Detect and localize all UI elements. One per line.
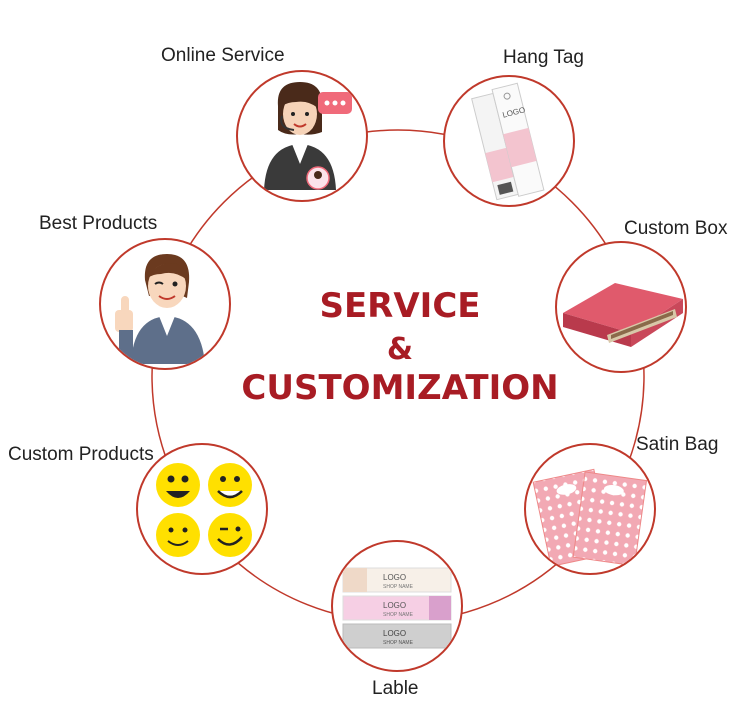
node-online-service[interactable]	[236, 70, 368, 202]
polka-dot-bag-icon	[532, 468, 648, 567]
label-hang-tag: Hang Tag	[503, 47, 584, 68]
label-2-logo: LOGO	[383, 601, 406, 610]
node-satin-bag[interactable]	[524, 443, 656, 575]
label-lable: Lable	[372, 678, 419, 699]
label-3-logo: LOGO	[383, 629, 406, 638]
thumbs-up-agent-icon	[115, 254, 205, 364]
label-2-shop: SHOP NAME	[383, 612, 414, 618]
node-custom-products[interactable]	[136, 443, 268, 575]
label-custom-products: Custom Products	[8, 444, 154, 465]
label-1-shop: SHOP NAME	[383, 584, 414, 590]
smiley-faces-icon	[156, 463, 252, 557]
node-best-products[interactable]	[99, 238, 231, 370]
customer-service-agent-icon	[264, 82, 352, 190]
node-hang-tag[interactable]: LOGO	[443, 75, 575, 207]
title-service: SERVICE	[319, 286, 481, 326]
label-best-products: Best Products	[39, 213, 158, 234]
gift-box-icon	[563, 283, 683, 347]
label-3-shop: SHOP NAME	[383, 640, 414, 646]
title-ampersand: &	[386, 332, 414, 367]
label-strips-icon: LOGO SHOP NAME LOGO SHOP NAME LOGO SHOP …	[342, 567, 452, 649]
label-satin-bag: Satin Bag	[636, 434, 719, 455]
node-custom-box[interactable]	[555, 241, 687, 373]
label-custom-box: Custom Box	[624, 218, 728, 239]
title-customization: CUSTOMIZATION	[241, 368, 559, 408]
hang-tag-icon: LOGO	[471, 82, 545, 201]
label-online-service: Online Service	[161, 45, 285, 66]
label-1-logo: LOGO	[383, 573, 406, 582]
node-lable[interactable]: LOGO SHOP NAME LOGO SHOP NAME LOGO SHOP …	[331, 540, 463, 672]
